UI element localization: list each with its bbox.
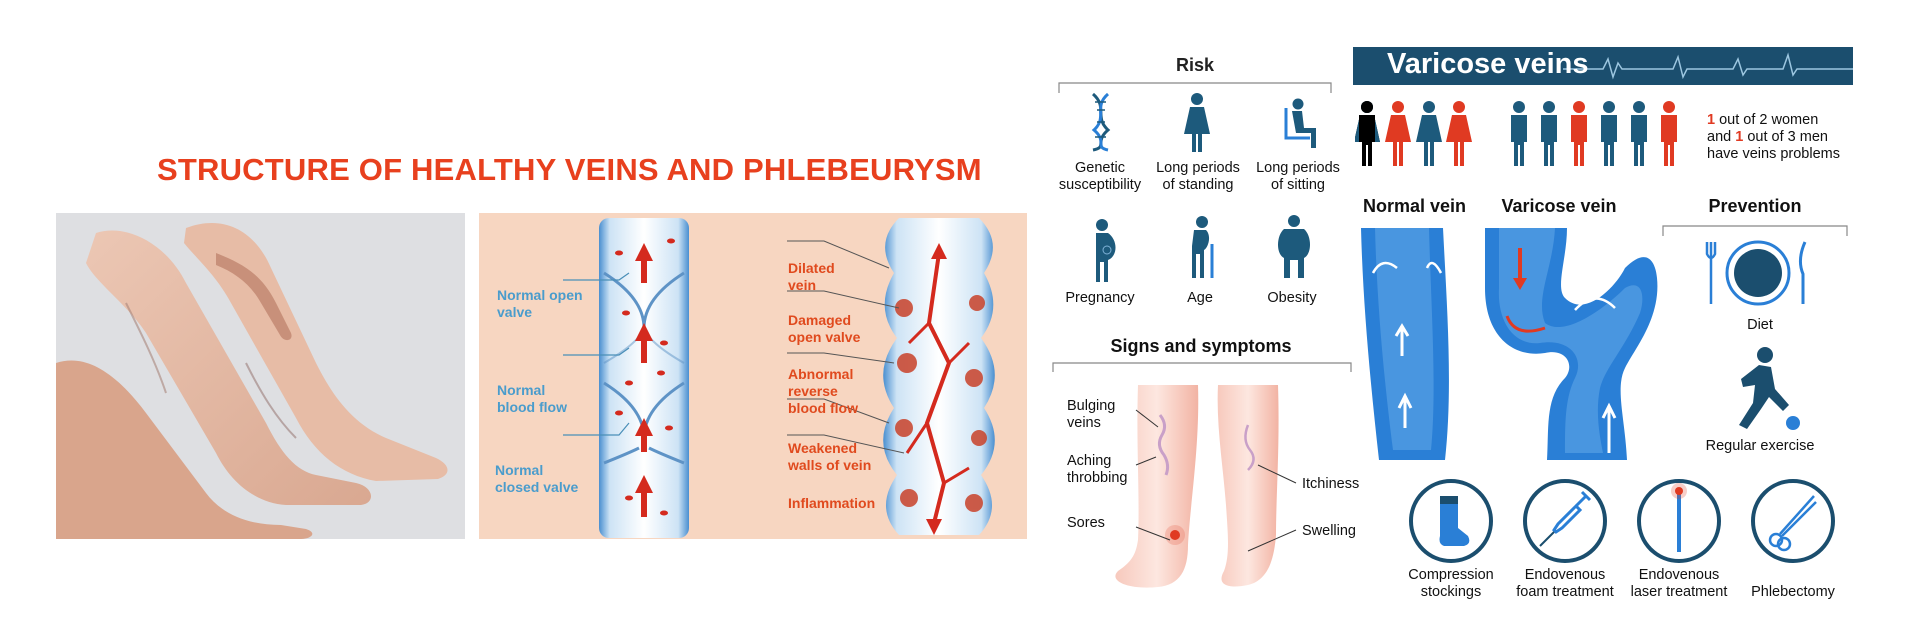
normal-vein-title: Normal vein: [1362, 196, 1467, 216]
label-normal-open-valve: Normal open valve: [497, 287, 583, 320]
label-dilated-vein: Dilated vein: [788, 260, 835, 293]
scissors-icon: [1751, 479, 1835, 563]
symptom-leader-lines: [1135, 409, 1297, 552]
running-person-icon: [1739, 347, 1800, 430]
symptom-swelling: Swelling: [1302, 523, 1356, 539]
statistic-text: 1 out of 2 women and 1 out of 3 men have…: [1707, 112, 1840, 162]
symptom-sores: Sores: [1067, 515, 1105, 531]
prevention-label-exercise: Regular exercise: [1705, 438, 1815, 454]
prevention-label-diet: Diet: [1747, 317, 1773, 333]
prevention-heading: Prevention: [1708, 196, 1802, 216]
risk-bracket: [1058, 82, 1332, 93]
label-damaged-open-valve: Damaged open valve: [788, 312, 861, 345]
legs-photo: [56, 213, 465, 539]
prevention-bracket: [1662, 225, 1848, 236]
pregnant-woman-icon: [1096, 219, 1116, 282]
signs-bracket: [1052, 362, 1352, 372]
signs-heading: Signs and symptoms: [1110, 336, 1292, 356]
label-abnormal-reverse-blood-flow: Abnormal reverse blood flow: [788, 366, 858, 416]
left-title: STRUCTURE OF HEALTHY VEINS AND PHLEBEURY…: [157, 152, 982, 187]
people-statistic-icons: [1355, 101, 1677, 166]
label-normal-closed-valve: Normal closed valve: [495, 462, 579, 495]
legs-symptoms-illustration: [1115, 385, 1279, 588]
obese-person-icon: [1278, 215, 1310, 278]
treatment-label-phlebectomy: Phlebectomy: [1751, 584, 1835, 600]
risk-heading: Risk: [1175, 55, 1215, 75]
compression-stocking-icon: [1409, 479, 1493, 563]
risk-label-obesity: Obesity: [1267, 290, 1317, 306]
header-title: Varicose veins: [1387, 48, 1589, 80]
standing-woman-icon: [1184, 93, 1210, 152]
varicose-vein-illustration: [1485, 228, 1658, 460]
label-inflammation: Inflammation: [788, 495, 876, 511]
header-bar: Varicose veins: [1353, 47, 1853, 85]
varicose-vein-title: Varicose vein: [1501, 196, 1617, 216]
label-normal-blood-flow: Normal blood flow: [497, 382, 567, 415]
laser-fiber-icon: [1637, 479, 1721, 563]
risk-label-age: Age: [1187, 290, 1213, 306]
plate-cutlery-icon: [1705, 240, 1807, 306]
dna-icon: [1091, 92, 1111, 152]
sitting-person-icon: [1284, 98, 1316, 148]
label-weakened-walls: Weakened walls of vein: [788, 440, 872, 473]
risk-label-pregnancy: Pregnancy: [1065, 290, 1135, 306]
symptom-itchiness: Itchiness: [1302, 476, 1360, 492]
normal-vein-illustration: [1361, 228, 1449, 460]
syringe-icon: [1523, 479, 1607, 563]
vein-structure-diagram: [479, 213, 1027, 539]
elderly-person-icon: [1192, 216, 1214, 278]
